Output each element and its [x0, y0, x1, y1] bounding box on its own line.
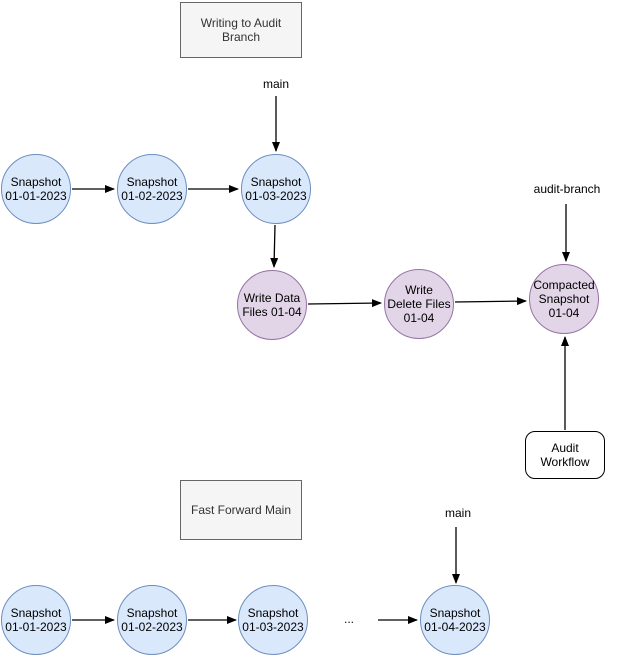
snapshot-label: Snapshot 01-02-2023: [121, 174, 183, 203]
compacted-snapshot-node: Compacted Snapshot 01-04: [529, 264, 599, 334]
writing-to-audit-branch-title: Writing to Audit Branch: [200, 15, 282, 44]
audit-node-label: Write Delete Files 01-04: [387, 282, 451, 326]
audit-branch-label: audit-branch: [533, 182, 601, 196]
snapshot-label: Snapshot 01-04-2023: [424, 605, 486, 634]
arrow-snap3-to-write-data: [270, 224, 279, 268]
snapshot-label: Snapshot 01-01-2023: [5, 605, 67, 634]
snapshot-node-01-04-bottom: Snapshot 01-04-2023: [420, 585, 490, 655]
snapshot-node-01-02-top: Snapshot 01-02-2023: [117, 154, 187, 224]
writing-to-audit-branch-title-box: Writing to Audit Branch: [180, 2, 302, 58]
snapshot-node-01-03-bottom: Snapshot 01-03-2023: [238, 585, 308, 655]
snapshot-node-01-03-top: Snapshot 01-03-2023: [241, 154, 311, 224]
snapshot-label: Snapshot 01-03-2023: [242, 605, 304, 634]
snapshot-node-01-02-bottom: Snapshot 01-02-2023: [117, 585, 187, 655]
fast-forward-main-title: Fast Forward Main: [190, 502, 292, 517]
audit-workflow-box: Audit Workflow: [525, 431, 605, 479]
snapshot-node-01-01-top: Snapshot 01-01-2023: [1, 154, 71, 224]
fast-forward-main-title-box: Fast Forward Main: [180, 480, 302, 540]
audit-workflow-label: Audit Workflow: [540, 440, 590, 469]
main-branch-label-top: main: [262, 77, 290, 91]
snapshot-node-01-01-bottom: Snapshot 01-01-2023: [1, 585, 71, 655]
arrow-write-delete-to-compacted: [454, 297, 527, 306]
write-data-files-node: Write Data Files 01-04: [237, 270, 307, 340]
write-delete-files-node: Write Delete Files 01-04: [384, 269, 454, 339]
snapshot-label: Snapshot 01-02-2023: [121, 605, 183, 634]
main-branch-label-bottom: main: [444, 506, 472, 520]
snapshot-label: Snapshot 01-01-2023: [5, 174, 67, 203]
snapshot-label: Snapshot 01-03-2023: [245, 174, 307, 203]
audit-node-label: Compacted Snapshot 01-04: [533, 277, 595, 321]
ellipsis-label: ...: [343, 612, 355, 626]
audit-node-label: Write Data Files 01-04: [242, 290, 302, 319]
arrow-write-data-to-write-delete: [307, 299, 382, 308]
